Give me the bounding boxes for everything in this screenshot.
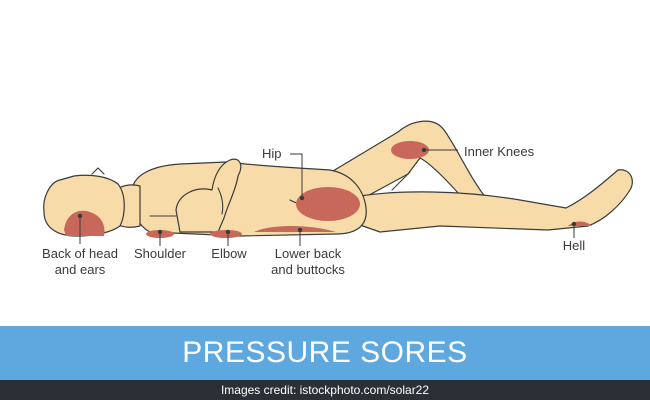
- straight-leg: [339, 169, 633, 233]
- raised-leg: [317, 120, 487, 207]
- label-back-of-head-line1: Back of head: [42, 246, 118, 261]
- sore-hip: [296, 187, 360, 221]
- label-shoulder: Shoulder: [133, 246, 187, 261]
- label-inner-knees: Inner Knees: [464, 144, 535, 159]
- reclining-figure: [43, 120, 633, 237]
- sore-inner-knees: [391, 141, 429, 159]
- knee-gap: [391, 171, 411, 191]
- head: [43, 174, 125, 237]
- leader-lines: [79, 149, 575, 246]
- label-lower-back-line1: Lower back: [274, 246, 342, 261]
- sore-elbow: [210, 230, 242, 238]
- label-lower-back: Lower back and buttocks: [258, 246, 358, 278]
- label-back-of-head: Back of head and ears: [30, 246, 130, 278]
- title-banner: PRESSURE SORES: [0, 326, 650, 380]
- label-lower-back-line2: and buttocks: [271, 262, 345, 277]
- label-heel: Hell: [562, 238, 586, 253]
- label-hip: Hip: [262, 146, 282, 161]
- label-elbow: Elbow: [211, 246, 247, 261]
- sore-lower-back: [254, 226, 336, 232]
- label-back-of-head-line2: and ears: [54, 262, 106, 277]
- sore-spots: [64, 141, 592, 238]
- leader-dots: [77, 147, 577, 235]
- sore-back-of-head: [64, 210, 105, 236]
- nose: [91, 167, 105, 175]
- folded-arm: [175, 158, 242, 233]
- pressure-sores-illustration: Hip Inner Knees Back of head and ears Sh…: [30, 120, 633, 278]
- hip-leader: [290, 153, 303, 198]
- image-credit: Images credit: istockphoto.com/solar22: [0, 380, 650, 400]
- arm-crease: [217, 187, 224, 215]
